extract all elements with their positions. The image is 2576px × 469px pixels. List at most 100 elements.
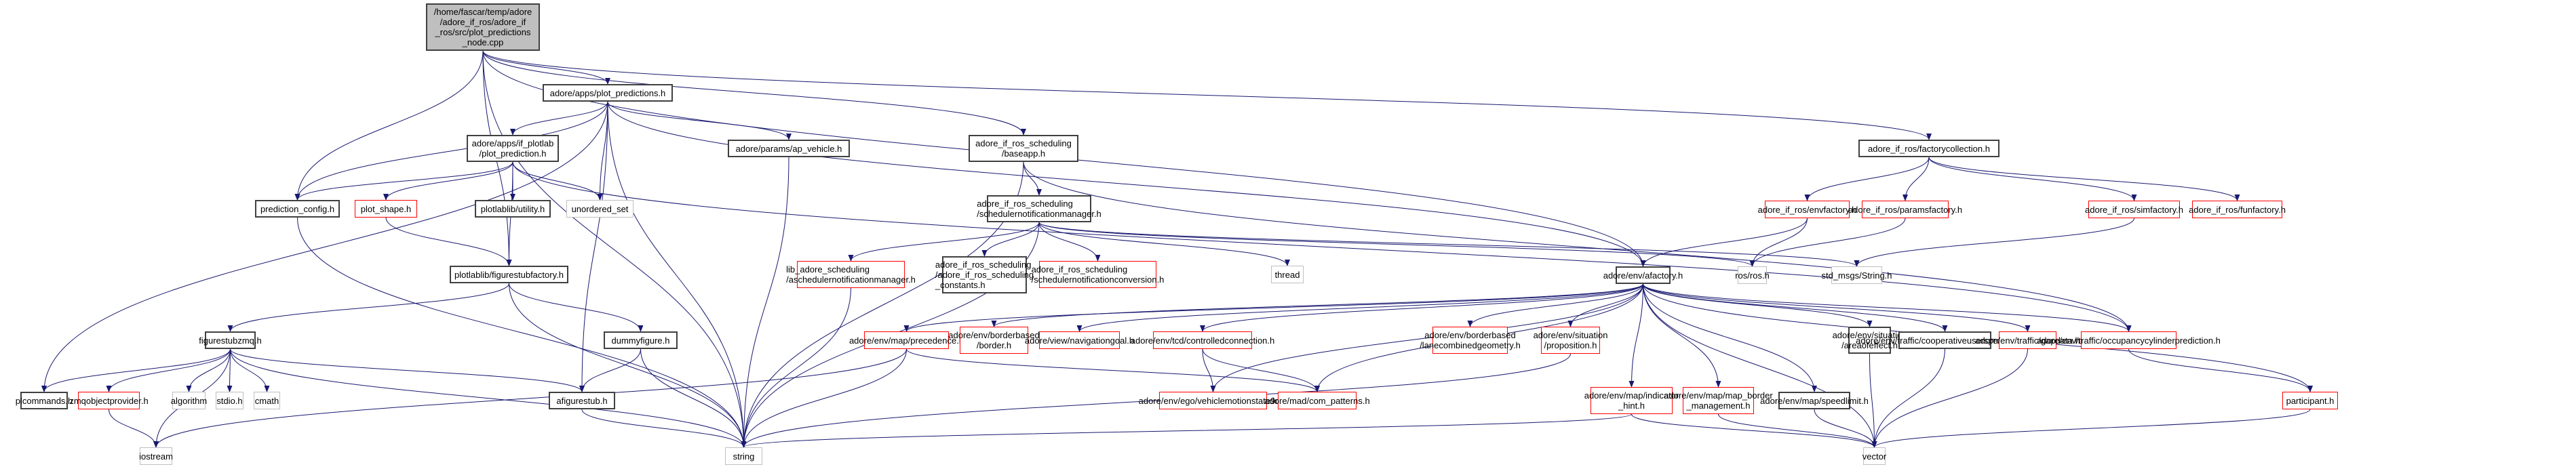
node-com-patterns[interactable]: adore/mad/com_patterns.h (1264, 392, 1370, 409)
node-paramsfactory[interactable]: adore_if_ros/paramsfactory.h (1848, 201, 1962, 218)
edge-plot_predictions-to-ap_vehicle (607, 101, 792, 140)
edge-figurestubzmq-to-afigurestub (230, 348, 585, 392)
node-dummyfigure[interactable]: dummyfigure.h (604, 331, 678, 349)
node-afactory[interactable]: adore/env/afactory.h (1603, 266, 1683, 284)
edge-schedmgr-to-sched_constants (981, 222, 1040, 257)
edge-figurestubzmq-to-cmath (230, 348, 270, 392)
edge-paramsfactory-to-ros (1749, 218, 1906, 267)
node-precedence[interactable]: adore/env/map/precedence.h (849, 331, 964, 349)
edge-afactory-to-navigationgoal (1076, 283, 1643, 332)
edge-figurestubfactory-to-figurestubzmq (227, 283, 509, 332)
node-indicator-hint[interactable]: adore/env/map/indicator _hint.h (1584, 387, 1679, 414)
edge-indicator_hint-to-vector (1631, 413, 1877, 448)
edge-plot_predictions-to-afactory (607, 101, 1646, 267)
node-ros[interactable]: ros/ros.h (1735, 266, 1770, 284)
node-plot-prediction[interactable]: adore/apps/if_plotlab /plot_prediction.h (467, 135, 559, 162)
edge-precedence-to-string (741, 348, 907, 448)
node-plot-predictions[interactable]: adore/apps/plot_predictions.h (543, 84, 673, 102)
node-vector[interactable]: vector (1862, 447, 1886, 465)
edge-ap_vehicle-to-string (741, 157, 789, 448)
edge-plot_predictions-to-prediction_config (294, 101, 608, 201)
edge-plot_predictions-to-plcommands (41, 101, 608, 392)
node-simfactory[interactable]: adore_if_ros/simfactory.h (2085, 201, 2183, 218)
edge-plot_predictions-to-string (607, 101, 747, 448)
edge-simfactory-to-std_msgs (1854, 218, 2134, 267)
node-std-msgs[interactable]: std_msgs/String.h (1821, 266, 1892, 284)
node-algorithm[interactable]: algorithm (171, 392, 207, 409)
edge-zmqobjectprovider-to-iostream (109, 409, 159, 448)
node-envfactory[interactable]: adore_if_ros/envfactory.h (1758, 201, 1856, 218)
edge-participant-to-vector (1871, 409, 2311, 448)
edge-plot_predictions-to-plot_prediction (510, 101, 608, 136)
node-stdio[interactable]: stdio.h (216, 392, 243, 409)
node-lanecombinedgeometry[interactable]: adore/env/borderbased /lanecombinedgeome… (1420, 327, 1521, 354)
node-ap-vehicle[interactable]: adore/params/ap_vehicle.h (728, 140, 850, 157)
edge-afactory-to-cooperative (1643, 283, 1948, 332)
node-factorycollection[interactable]: adore_if_ros/factorycollection.h (1858, 140, 1999, 157)
node-vehiclemotionstate9d[interactable]: adore/env/ego/vehiclemotionstate9d.h (1139, 392, 1287, 409)
edge-schedmgr-to-std_msgs (1038, 222, 1860, 267)
edge-cooperative-to-vector (1871, 348, 1945, 448)
edge-figurestubzmq-to-zmqobjectprovider (106, 348, 231, 392)
node-aschedulernotificationmanager[interactable]: lib_adore_scheduling /aschedulernotifica… (786, 261, 916, 288)
edge-afactory-to-proposition (1567, 283, 1643, 327)
node-zmqobjectprovider[interactable]: zmqobjectprovider.h (69, 392, 149, 409)
edge-envfactory-to-ros (1749, 218, 1808, 267)
edge-figurestubzmq-to-algorithm (186, 348, 231, 392)
node-controlledconnection[interactable]: adore/env/tcd/controlledconnection.h (1131, 331, 1274, 349)
node-proposition[interactable]: adore/env/situation /proposition.h (1534, 327, 1607, 354)
edge-envfactory-to-afactory (1640, 218, 1808, 267)
node-schedulernotificationmanager[interactable]: adore_if_ros_scheduling /schedulernotifi… (977, 195, 1101, 222)
edge-speedlimit-to-vector (1814, 409, 1877, 448)
node-gapdata[interactable]: adore/env/traffic/gapdata.h (1975, 331, 2080, 349)
node-cooperativeusersprediction[interactable]: adore/env/traffic/cooperativeuserspredic… (1856, 331, 2034, 349)
node-border[interactable]: adore/env/borderbased /border.h (948, 327, 1040, 354)
node-baseapp[interactable]: adore_if_ros_scheduling /baseapp.h (969, 135, 1078, 162)
edge-map_border-to-vector (1718, 413, 1877, 448)
edge-baseapp-to-schedmgr (1023, 161, 1042, 196)
node-funfactory[interactable]: adore_if_ros/funfactory.h (2189, 201, 2286, 218)
node-plotlab-utility[interactable]: plotlablib/utility.h (475, 200, 551, 218)
node-map-border-management[interactable]: adore/env/map/map_border _management.h (1664, 387, 1773, 414)
node-thread[interactable]: thread (1271, 266, 1304, 283)
edge-root-to-baseapp (482, 50, 1026, 136)
edge-factorycollection-to-envfactory (1804, 157, 1930, 201)
edge-schedmgr-to-thread (1038, 222, 1290, 266)
node-cmath[interactable]: cmath (254, 392, 280, 409)
node-occupancycylinderprediction[interactable]: adore/env/traffic/occupancycylinderpredi… (2037, 331, 2221, 349)
node-iostream[interactable]: iostream (139, 447, 173, 465)
node-participant[interactable]: participant.h (2282, 392, 2338, 409)
node-string[interactable]: string (725, 447, 762, 465)
edge-afactory-to-controlledconnection (1200, 283, 1643, 332)
edge-proposition-to-string (741, 353, 1571, 448)
edge-figurestubzmq-to-plcommands (41, 348, 231, 392)
node-afigurestub[interactable]: afigurestub.h (549, 392, 615, 409)
node-plcommands[interactable]: plcommands.h (16, 392, 73, 409)
edge-afactory-to-map_border (1643, 283, 1721, 388)
node-figurestubfactory[interactable]: plotlablib/figurestubfactory.h (450, 266, 568, 283)
edge-dummyfigure-to-string (640, 348, 747, 448)
node-prediction-config[interactable]: prediction_config.h (255, 200, 340, 218)
edge-root-to-factorycollection (482, 50, 1932, 140)
node-areaofeffect[interactable]: adore/env/situation /areaofeffect.h (1833, 327, 1907, 354)
node-scheduling-constants[interactable]: adore_if_ros_scheduling /adore_if_ros_sc… (935, 256, 1034, 293)
node-figurestubzmq[interactable]: figurestubzmq.h (199, 331, 262, 349)
edge-schedmgr-to-sched_conversion (1038, 222, 1101, 262)
edge-root-to-string (482, 50, 747, 448)
node-schedulernotificationconversion[interactable]: adore_if_ros_scheduling /schedulernotifi… (1032, 261, 1164, 288)
edge-factorycollection-to-funfactory (1928, 157, 2240, 201)
node-speedlimit[interactable]: adore/env/map/speedlimit.h (1760, 392, 1869, 409)
node-unordered-set[interactable]: unordered_set (566, 200, 633, 218)
edge-plot_prediction-to-occupancy (512, 161, 2132, 332)
edge-afactory-to-vehiclemotion (1210, 283, 1643, 392)
node-root[interactable]: /home/fascar/temp/adore /adore_if_ros/ad… (426, 3, 540, 51)
node-plot-shape[interactable]: plot_shape.h (355, 200, 417, 218)
edge-afactory-to-speedlimit (1643, 283, 1817, 392)
node-navigationgoal[interactable]: adore/view/navigationgoal.h (1025, 331, 1134, 349)
edge-controlledconnection-to-vehiclemotion (1202, 348, 1216, 392)
edge-baseapp-to-occupancy (1023, 161, 2132, 332)
edge-schedmgr-to-aschedmgr (848, 222, 1040, 262)
edge-plot_prediction-to-plot_shape (383, 161, 513, 201)
edge-gapdata-to-vector (1871, 348, 2028, 448)
